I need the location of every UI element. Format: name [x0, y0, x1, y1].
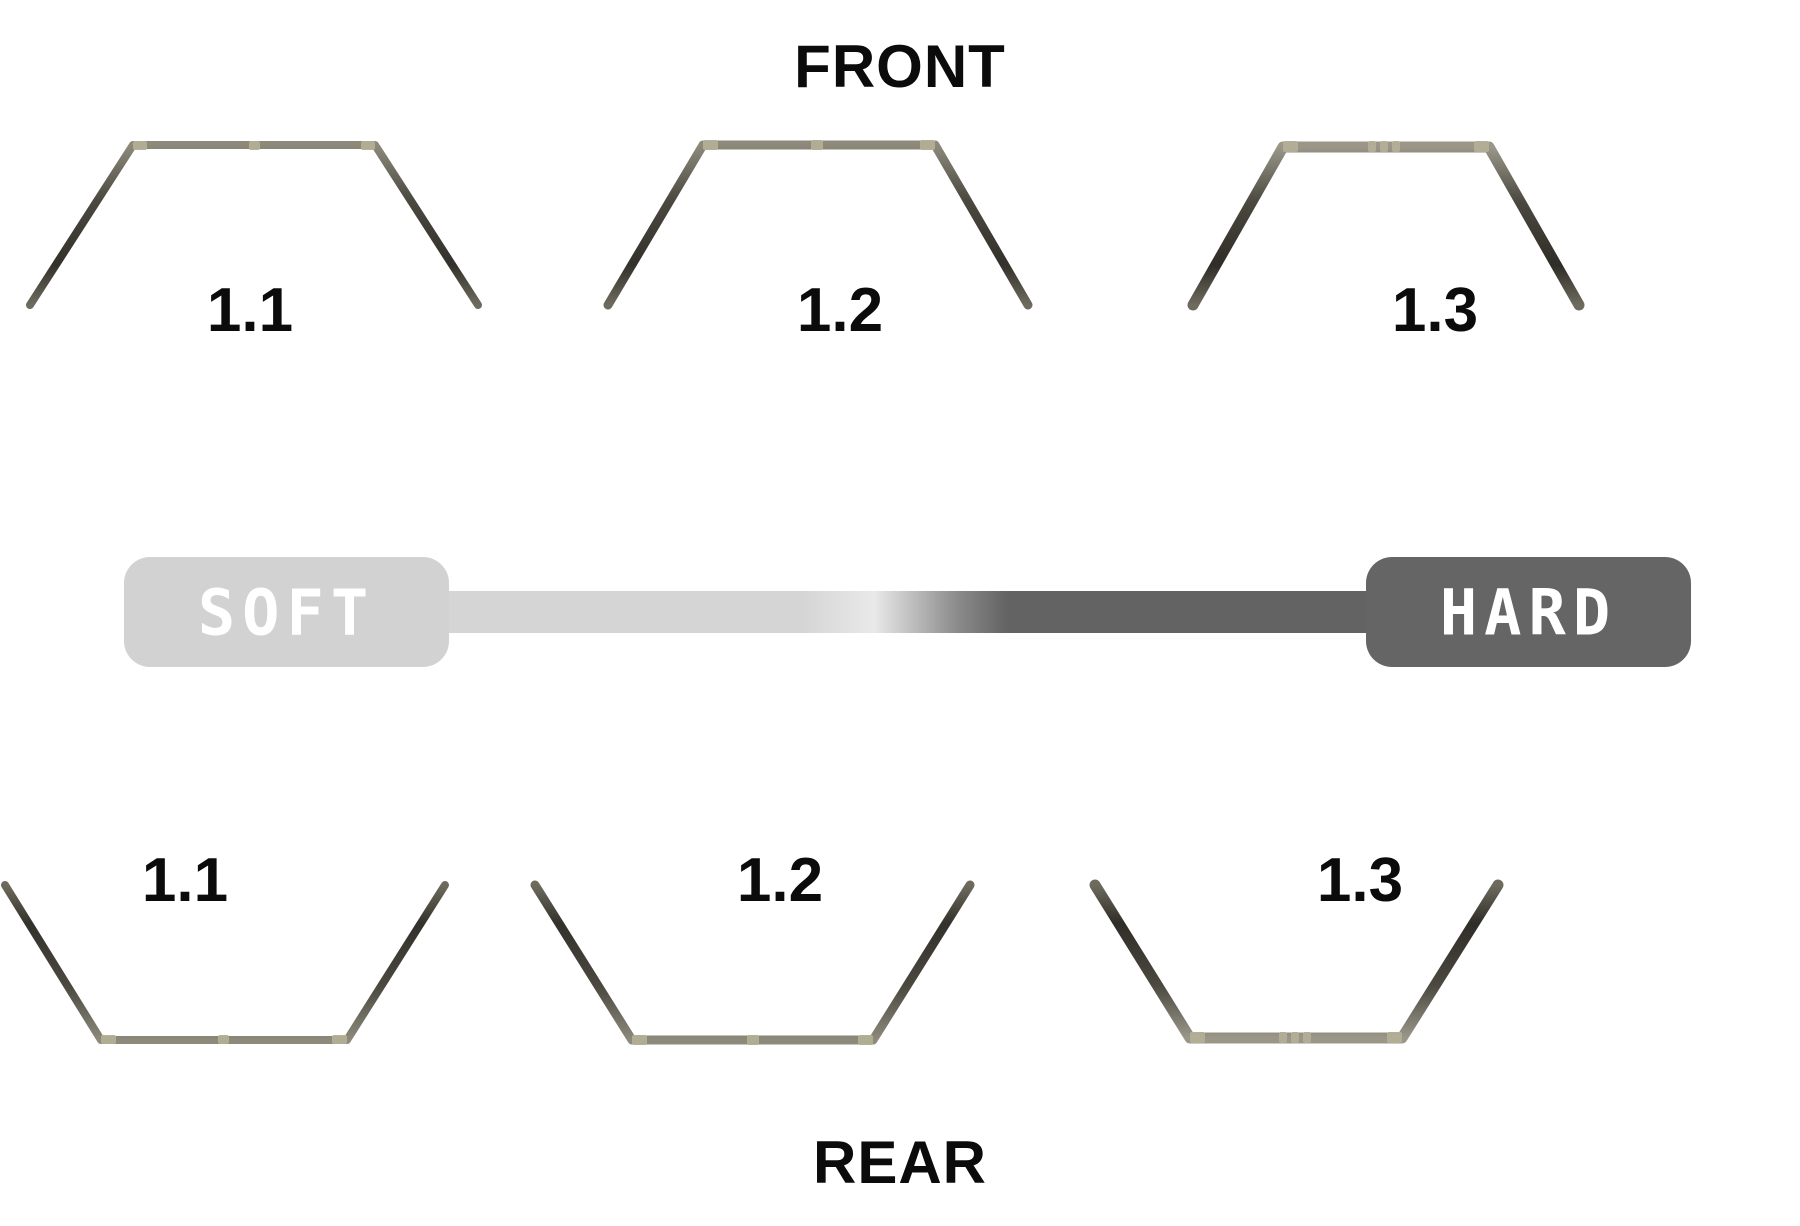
front-bar-label-1-2: 1.2: [796, 276, 884, 345]
rear-bar-label-1-3: 1.3: [1316, 846, 1404, 915]
front-bar-row: 1.1 1.2: [0, 120, 1800, 350]
hard-badge[interactable]: HARD: [1366, 557, 1691, 667]
front-sway-bar-1-2[interactable]: 1.2: [560, 120, 1120, 350]
soft-badge[interactable]: SOFT: [124, 557, 449, 667]
rear-section-title: REAR: [812, 1129, 987, 1196]
front-sway-bar-1-1[interactable]: 1.1: [0, 120, 530, 350]
rear-sway-bar-1-2[interactable]: 1.2: [500, 846, 1060, 1090]
stiffness-scale[interactable]: SOFT HARD: [0, 557, 1800, 667]
front-bar-label-1-3: 1.3: [1391, 276, 1479, 345]
stiffness-gradient-track: [395, 591, 1415, 633]
rear-sway-bar-1-3[interactable]: 1.3: [1080, 846, 1640, 1090]
soft-badge-label: SOFT: [197, 574, 376, 650]
front-sway-bar-1-3[interactable]: 1.3: [1155, 120, 1715, 350]
front-bar-label-1-1: 1.1: [206, 276, 294, 345]
front-section-title: FRONT: [794, 33, 1006, 100]
rear-bar-label-1-1: 1.1: [141, 846, 229, 915]
hard-badge-label: HARD: [1439, 574, 1618, 650]
rear-sway-bar-1-1[interactable]: 1.1: [0, 846, 465, 1090]
rear-bar-row: 1.1 1.2: [0, 846, 1800, 1090]
rear-bar-label-1-2: 1.2: [736, 846, 824, 915]
